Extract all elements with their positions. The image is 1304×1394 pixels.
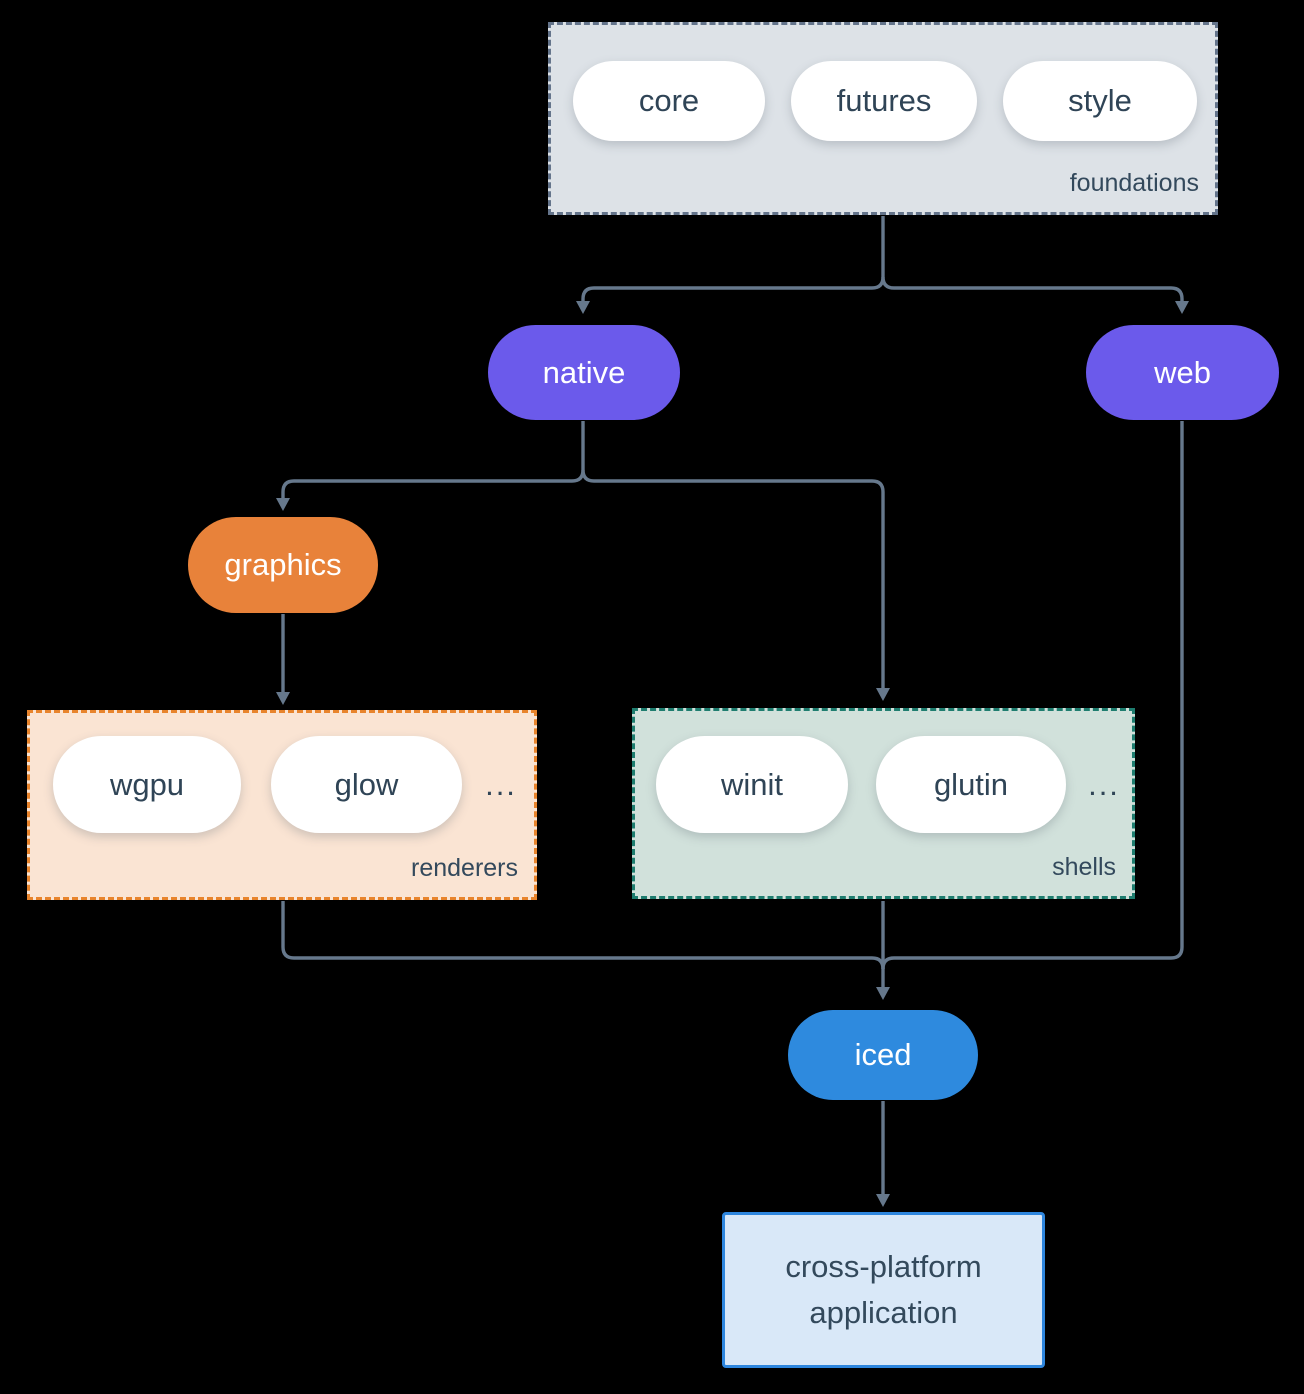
pill-winit: winit — [656, 736, 848, 833]
node-graphics: graphics — [188, 517, 378, 613]
renderers-label: renderers — [411, 854, 518, 882]
application-label-line1: cross-platform — [785, 1249, 982, 1284]
node-native: native — [488, 325, 680, 420]
shells-ellipsis: ... — [1088, 766, 1120, 802]
edge-foundations-native — [576, 276, 885, 314]
pill-glutin: glutin — [876, 736, 1066, 833]
pill-core: core — [573, 61, 765, 141]
pill-futures: futures — [791, 61, 977, 141]
foundations-label: foundations — [1069, 169, 1199, 197]
node-web: web — [1086, 325, 1279, 420]
edge-native-shells — [581, 469, 890, 701]
pill-style: style — [1003, 61, 1197, 141]
node-iced: iced — [788, 1010, 978, 1100]
pill-wgpu: wgpu — [53, 736, 241, 833]
edge-native-graphics — [276, 469, 585, 511]
application-label-line2: application — [809, 1295, 958, 1330]
edge-foundations-web — [881, 276, 1189, 314]
edge-renderers-merge — [281, 901, 885, 970]
pill-glow: glow — [271, 736, 462, 833]
renderers-group: wgpu glow ... renderers — [27, 710, 537, 900]
renderers-ellipsis: ... — [485, 766, 517, 802]
application-box: cross-platform application — [722, 1212, 1045, 1368]
shells-group: winit glutin ... shells — [632, 708, 1135, 899]
foundations-group: core futures style foundations — [548, 22, 1218, 215]
shells-label: shells — [1052, 853, 1116, 881]
